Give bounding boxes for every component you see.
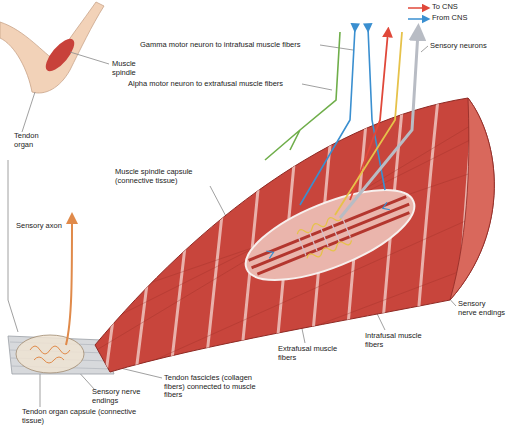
part-label: Sensory nerve endings [458, 300, 506, 317]
legend-text: From CNS [432, 14, 510, 23]
sensory-neuron [350, 32, 388, 200]
striations [80, 80, 490, 420]
muscle-spindle [235, 172, 426, 299]
part-label: Muscle spindle [112, 60, 152, 77]
tendon-organ [16, 335, 84, 373]
sensory-neuron [340, 32, 418, 218]
alpha-motor-neuron [265, 32, 340, 160]
part-label: Gamma motor neuron to intrafusal muscle … [140, 41, 322, 50]
part-label: Sensory neurons [430, 42, 508, 51]
part-label: Alpha motor neuron to extrafusal muscle … [128, 80, 303, 89]
part-label: Tendon organ capsule (connective tissue) [22, 408, 152, 425]
part-label: Tendon fascicles (collagen fibers) conne… [164, 374, 274, 400]
part-label: Intrafusal muscle fibers [365, 332, 425, 349]
part-label: Sensory nerve endings [92, 388, 152, 405]
part-label: Sensory axon [16, 222, 66, 231]
sensory-neuron [335, 32, 402, 215]
legend-sample [408, 7, 426, 9]
muscle-end [450, 98, 494, 300]
part-label: Muscle spindle capsule (connective tissu… [115, 168, 215, 185]
gamma-motor-neuron [300, 28, 355, 205]
sensory-axon [66, 218, 72, 345]
nerve-endings [30, 346, 70, 363]
legend-text: To CNS [432, 3, 510, 12]
legend-sample [408, 18, 426, 20]
arm-sketch [0, 2, 104, 93]
part-label: Extrafusal muscle fibers [278, 345, 338, 362]
part-label: Tendon organ [14, 132, 54, 149]
